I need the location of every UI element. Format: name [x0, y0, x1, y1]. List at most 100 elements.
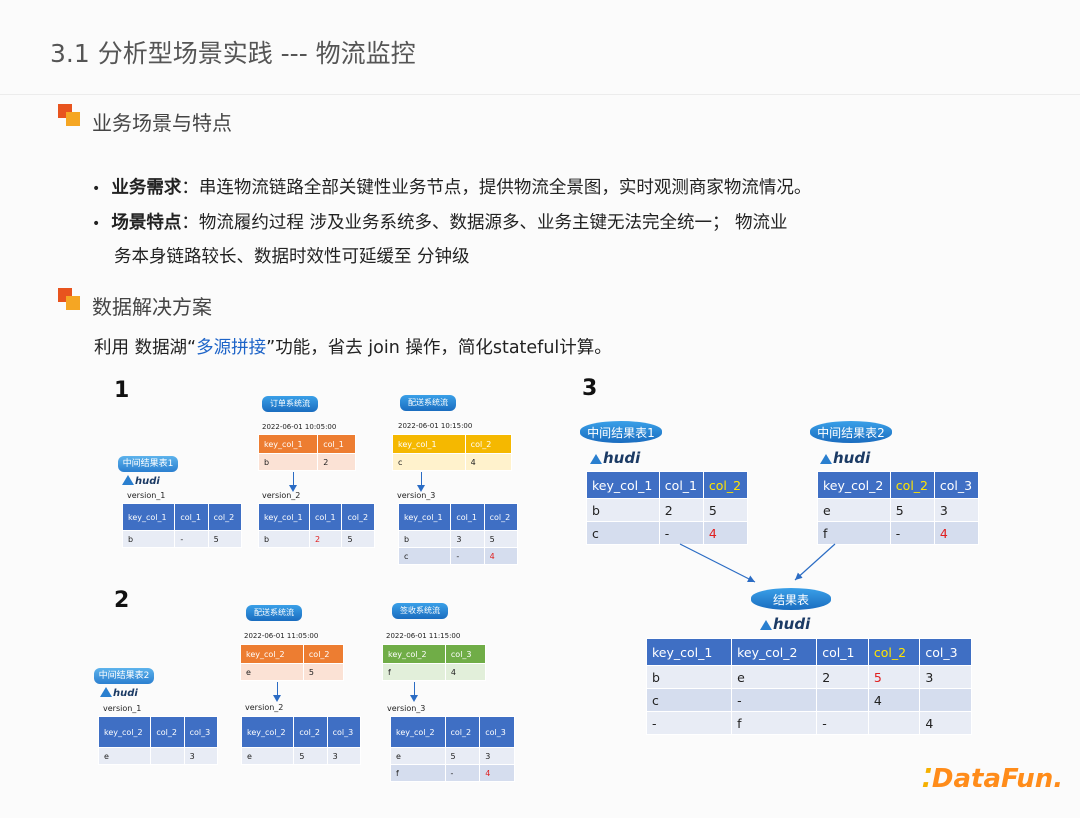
table-header: key_col_1 — [392, 434, 466, 454]
table-header: col_1 — [816, 638, 869, 666]
table-cell: b — [397, 530, 452, 548]
page-title: 3.1 分析型场景实践 --- 物流监控 — [50, 39, 416, 68]
table-cell: b — [586, 498, 660, 522]
table-header: col_2 — [889, 471, 935, 499]
table-header: key_col_1 — [645, 638, 733, 666]
section-icon — [58, 104, 80, 126]
solution-pre: 利用 数据湖“ — [94, 338, 197, 358]
bullet-label: 业务需求 — [111, 178, 182, 198]
table-header: key_col_2 — [731, 638, 818, 666]
table-header: col_3 — [933, 471, 980, 499]
result-table-cylinder: 结果表 — [751, 588, 831, 610]
intermediate-table-1-cylinder: 中间结果表1 — [118, 456, 178, 472]
table-cell: - — [174, 530, 209, 548]
timestamp: 2022-06-01 11:15:00 — [386, 632, 461, 640]
solution-text: 利用 数据湖“多源拼接”功能，省去 join 操作，简化stateful计算。 — [94, 334, 612, 359]
table-header: key_col_1 — [257, 434, 319, 454]
intermediate-table-1-cylinder: 中间结果表1 — [580, 421, 662, 443]
delivery-stream-cylinder: 配送系统流 — [246, 605, 302, 621]
table-cell: c — [397, 547, 452, 565]
hudi-logo: hudi — [760, 615, 810, 633]
table-header: key_col_2 — [97, 716, 152, 748]
version-label: version_2 — [262, 491, 301, 500]
table-header: col_1 — [317, 434, 356, 454]
section-title-business: 业务场景与特点 — [92, 111, 232, 135]
diagram-3-number: 3 — [582, 376, 598, 401]
bullet-label: 场景特点 — [111, 213, 182, 233]
table-cell: - — [816, 711, 869, 735]
table-header: key_col_1 — [121, 503, 176, 531]
table-cell: 2 — [658, 498, 704, 522]
hudi-logo-icon — [820, 454, 832, 464]
table-cell: 2 — [317, 453, 356, 471]
table-cell: b — [121, 530, 176, 548]
table-cell: 5 — [889, 498, 935, 522]
datafun-logo: ⁚DataFun. — [922, 764, 1063, 794]
hudi-text: hudi — [773, 615, 811, 633]
table-cell: 5 — [293, 747, 328, 765]
bullet-features-cont: 务本身链路较长、数据时效性可延缓至 分钟级 — [114, 247, 470, 267]
table-header: col_2 — [207, 503, 243, 531]
table-cell: 3 — [919, 665, 972, 689]
table-header: col_1 — [450, 503, 485, 531]
table-cell: b — [258, 530, 310, 548]
order-stream-cylinder: 订单系统流 — [262, 396, 318, 412]
table-header: key_col_2 — [240, 644, 304, 664]
version-label: version_3 — [387, 704, 426, 713]
table-cell: 4 — [867, 688, 921, 712]
diagram-2-number: 2 — [114, 588, 130, 613]
table-cell: 5 — [483, 530, 519, 548]
version-label: version_3 — [397, 491, 436, 500]
table-cell: - — [889, 521, 935, 545]
table-cell: 4 — [464, 453, 513, 471]
table-header: col_1 — [308, 503, 343, 531]
table-cell: c — [645, 688, 733, 712]
merge-arrows — [679, 543, 836, 583]
table-cell: 3 — [450, 530, 485, 548]
table-cell: 5 — [702, 498, 749, 522]
table-cell: e — [240, 747, 295, 765]
table-header: col_2 — [464, 434, 513, 454]
arrow-right-to-result — [794, 543, 836, 581]
bullet-text: ：串连物流链路全部关键性业务节点，提供物流全景图，实时观测商家物流情况。 — [181, 178, 812, 198]
table-cell: - — [658, 521, 704, 545]
table-cell: - — [444, 764, 481, 782]
table-header: key_col_1 — [397, 503, 452, 531]
intermediate-table-2-cylinder: 中间结果表2 — [810, 421, 892, 443]
arrow-down — [417, 472, 425, 492]
table-cell: 3 — [933, 498, 980, 522]
table-cell-updated: 4 — [479, 764, 515, 782]
hudi-logo-icon — [590, 454, 602, 464]
table-header: col_3 — [326, 716, 362, 748]
hudi-logo-icon — [100, 687, 112, 697]
table-cell: 3 — [326, 747, 362, 765]
table-cell-updated: 5 — [867, 665, 921, 689]
table-header: key_col_2 — [382, 644, 446, 664]
hudi-logo: hudi — [590, 449, 640, 467]
table-cell: f — [817, 521, 891, 545]
table-cell: - — [645, 711, 733, 735]
table-cell — [867, 711, 921, 735]
table-cell: 5 — [341, 530, 375, 548]
table-cell: 2 — [816, 665, 869, 689]
table-header: key_col_1 — [586, 471, 660, 499]
table-cell-updated: 4 — [483, 547, 519, 565]
table-header: col_3 — [183, 716, 219, 748]
table-cell: e — [390, 747, 446, 765]
hudi-text: hudi — [603, 449, 641, 467]
table-header: key_col_2 — [390, 716, 446, 748]
table-cell: - — [731, 688, 818, 712]
hudi-logo: hudi — [122, 475, 160, 487]
table-cell: f — [382, 663, 446, 681]
table-cell: - — [450, 547, 485, 565]
